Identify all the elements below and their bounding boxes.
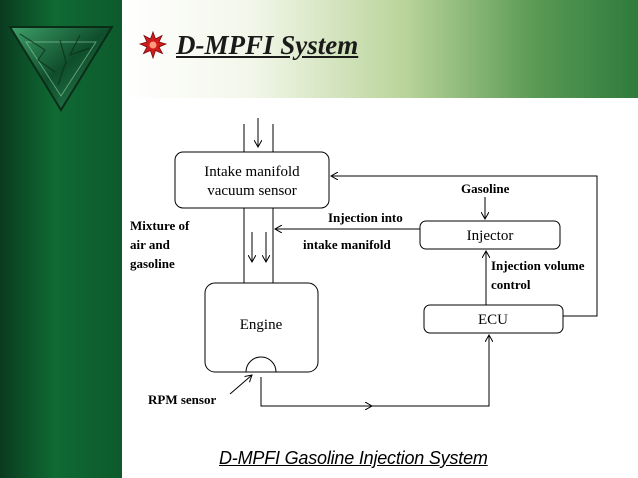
gasoline-label: Gasoline [461,181,510,196]
mixture-line-2: air and [130,237,171,252]
slide-title: D-MPFI System [176,30,359,60]
rpm-label-pointer [229,375,252,395]
intake-box-line-2: vacuum sensor [207,183,297,199]
mixture-line-1: Mixture of [130,218,190,233]
mixture-line-3: gasoline [130,256,175,271]
header-band [122,0,638,98]
engine-label: Engine [240,317,283,333]
ecu-box [423,304,564,334]
intake-manifold-sensor-box [174,151,330,209]
injection-into-line-1: Injection into [328,210,403,225]
sidebar-panel [0,0,122,478]
starburst-bullet-icon [139,31,167,59]
injection-into-line-2: intake manifold [303,237,392,252]
injector-label: Injector [467,228,514,244]
injection-volume-line-1: Injection volume [491,258,585,273]
rpm-sensor-semicircle [245,356,277,373]
injection-volume-line-2: control [491,277,531,292]
diagram-caption: D-MPFI Gasoline Injection System [219,448,488,468]
intake-box-line-1: Intake manifold [204,164,300,180]
rpm-signal-line [260,335,489,407]
ecu-label: ECU [478,312,508,328]
ecu-feedback-loop-arrow [331,176,598,317]
rpm-sensor-label: RPM sensor [148,392,216,407]
injector-box [419,220,561,250]
marble-triangle-logo [8,26,114,112]
engine-box [204,282,319,373]
